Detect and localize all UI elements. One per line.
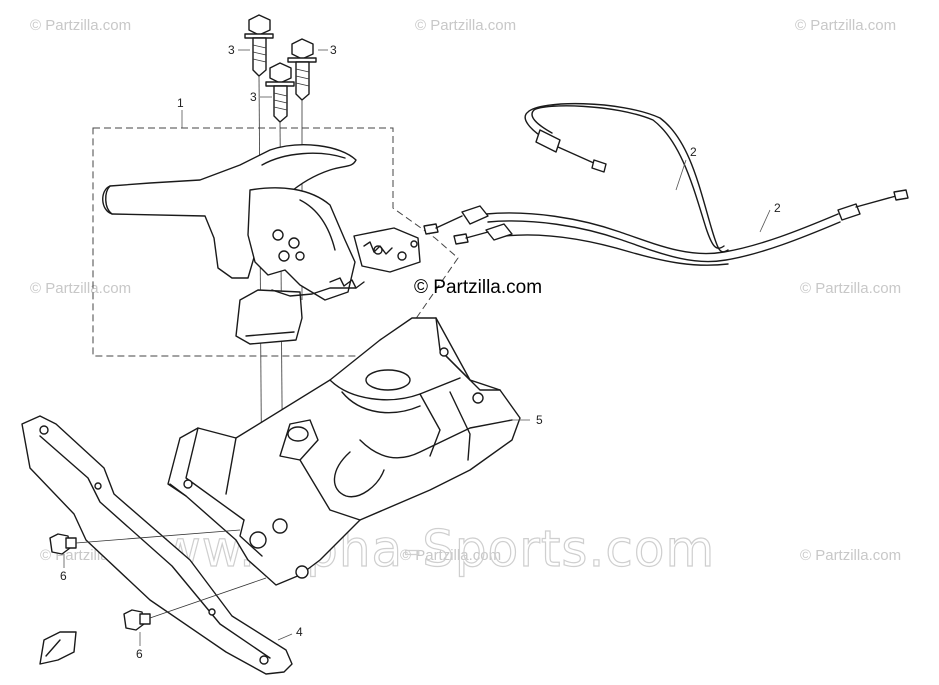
callout-6-left: 6 (60, 569, 67, 583)
watermark-bottom-center: © Partzilla.com (400, 547, 501, 564)
watermark-mid-left: © Partzilla.com (30, 280, 131, 297)
watermark-alpha-sports: www.Alpha-Sports.com (118, 520, 715, 578)
callout-5: 5 (536, 413, 543, 427)
watermark-bottom-right: © Partzilla.com (800, 547, 901, 564)
watermark-top-left: © Partzilla.com (30, 17, 131, 34)
callout-2-lower: 2 (774, 201, 781, 215)
leader-lines (63, 49, 771, 646)
callout-labels: 1 3 3 3 2 2 5 4 6 6 (60, 43, 781, 661)
callout-2-upper: 2 (690, 145, 697, 159)
brake-cable-upper[interactable] (524, 102, 729, 253)
callout-3-left: 3 (228, 43, 235, 57)
strap-bracket[interactable] (21, 415, 293, 675)
brake-cable-lower[interactable] (423, 189, 909, 266)
partzilla-credit: © Partzilla.com (414, 277, 542, 298)
callout-3-right: 3 (330, 43, 337, 57)
watermark-top-center: © Partzilla.com (415, 17, 516, 34)
assembly-boundary (92, 127, 459, 357)
callout-4: 4 (296, 625, 303, 639)
screw-bottom[interactable] (123, 577, 267, 631)
watermark-group: © Partzilla.com © Partzilla.com © Partzi… (30, 17, 901, 579)
watermark-mid-right: © Partzilla.com (800, 280, 901, 297)
callout-6-bottom: 6 (136, 647, 143, 661)
callout-1: 1 (177, 96, 184, 110)
screw-left[interactable] (49, 529, 241, 555)
callout-3-middle: 3 (250, 90, 257, 104)
bolt-right[interactable] (287, 38, 317, 101)
base-bracket[interactable] (167, 317, 521, 586)
bolt-top[interactable] (244, 14, 274, 77)
direction-arrow-icon (39, 631, 77, 665)
watermark-top-right: © Partzilla.com (795, 17, 896, 34)
handbrake-lever[interactable] (102, 144, 421, 345)
bolt-middle[interactable] (265, 62, 295, 123)
